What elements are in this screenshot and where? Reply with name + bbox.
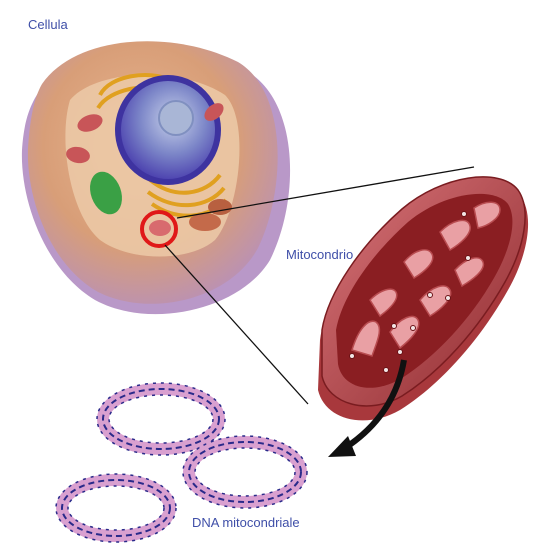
- label-cell: Cellula: [28, 17, 68, 32]
- cell-mitochondria: [66, 103, 232, 231]
- dna-ring-1: [96, 382, 226, 456]
- release-arrow: [343, 359, 407, 451]
- zoom-lines: [164, 166, 475, 405]
- dna-ring-2: [182, 435, 308, 509]
- highlighted-mitochondrion: [149, 220, 171, 236]
- nucleus-envelope: [115, 75, 221, 185]
- label-mitochondrion: Mitocondrio: [286, 247, 354, 262]
- label-mtdna: DNA mitocondriale: [192, 515, 300, 530]
- green-organelle: [90, 171, 122, 215]
- highlight-ring: [140, 210, 178, 248]
- dna-ring-3: [55, 473, 177, 543]
- nucleolus: [158, 100, 194, 136]
- release-arrow-head: [328, 436, 356, 457]
- mito-dna-granules: [349, 211, 471, 373]
- mito-matrix: [336, 193, 513, 388]
- mitochondrion: [318, 176, 529, 457]
- cristae: [351, 201, 501, 357]
- zoom-line-top: [176, 166, 475, 219]
- mtdna-rings: [55, 382, 308, 543]
- zoom-line-bottom: [164, 244, 309, 405]
- cell: [21, 41, 291, 315]
